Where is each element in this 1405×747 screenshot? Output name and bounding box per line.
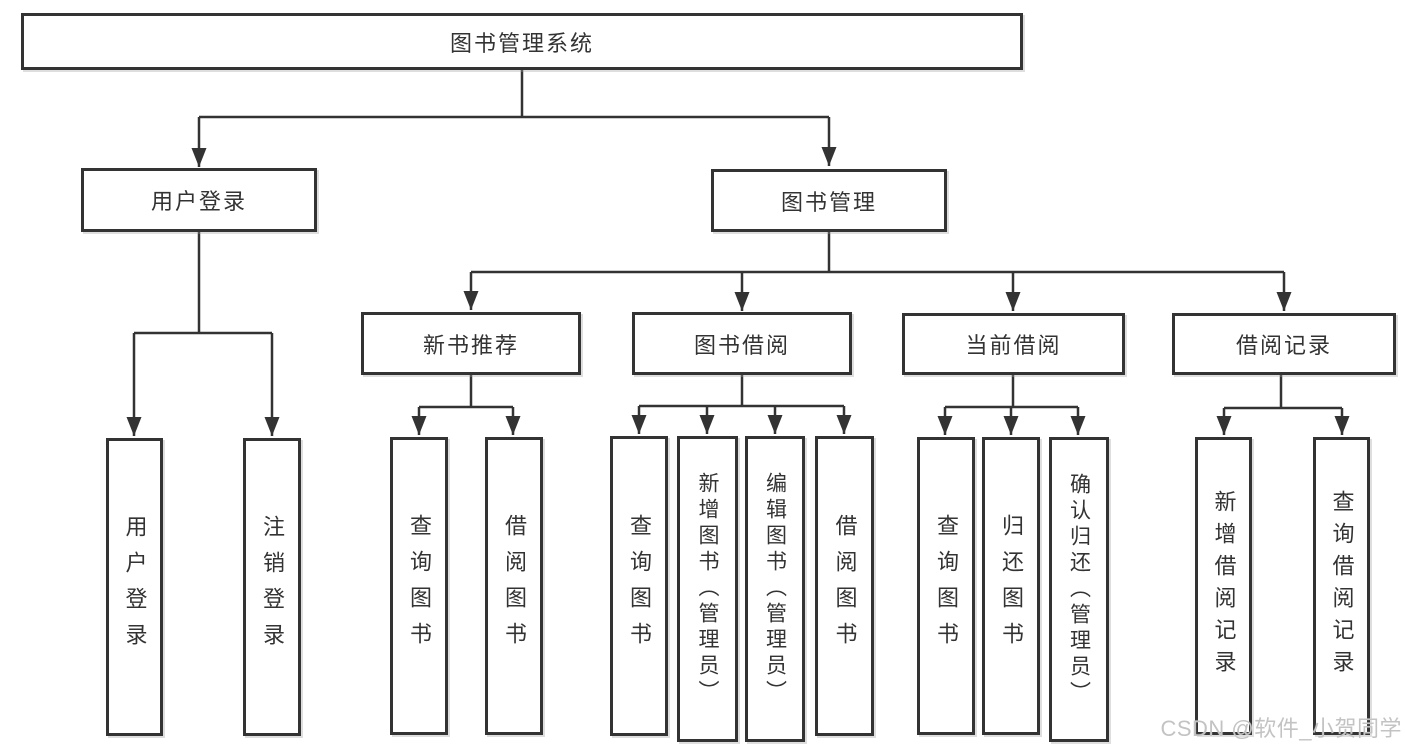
leaf-add-book-admin-label: 新增图书（管理员） [696,472,719,706]
edge-group2-bus [639,374,844,408]
leaf-query-books-borrow-label: 查询图书 [627,514,652,658]
node-root-label: 图书管理系统 [449,30,594,56]
leaf-add-book-admin: 新增图书（管理员） [677,436,738,742]
node-root: 图书管理系统 [21,13,1023,70]
node-book-borrow-label: 图书借阅 [693,332,790,358]
leaf-borrow-books-borrow: 借阅图书 [815,436,874,736]
leaf-query-books-recommend: 查询图书 [390,437,448,735]
leaf-user-login-label: 用户登录 [122,515,148,659]
node-borrow-records-label: 借阅记录 [1235,333,1332,358]
leaf-logout-label: 注销登录 [260,515,285,659]
leaf-borrow-books-recommend: 借阅图书 [485,437,543,735]
leaf-confirm-return-admin: 确认归还（管理员） [1049,437,1109,742]
leaf-add-borrow-record-label: 新增借阅记录 [1211,490,1237,682]
node-borrow-records: 借阅记录 [1172,313,1396,375]
leaf-query-books-borrow: 查询图书 [610,436,668,736]
leaf-edit-book-admin: 编辑图书（管理员） [745,436,805,742]
leaf-query-books-recommend-label: 查询图书 [407,514,432,658]
leaf-query-books-current: 查询图书 [917,437,975,735]
edge-group3-bus [945,375,1078,409]
watermark: CSDN @软件_小贺同学 [1160,716,1402,741]
node-book-borrow: 图书借阅 [632,312,852,375]
node-book-management-branch-label: 图书管理 [780,189,877,215]
node-current-borrow: 当前借阅 [902,313,1125,375]
node-user-login-branch-label: 用户登录 [150,189,247,214]
leaf-confirm-return-admin-label: 确认归还（管理员） [1067,472,1091,707]
edge-group4-bus [1224,375,1342,410]
node-new-book-recommend: 新书推荐 [361,312,581,375]
leaf-query-borrow-record: 查询借阅记录 [1313,437,1370,735]
leaf-edit-book-admin-label: 编辑图书（管理员） [763,472,787,706]
node-book-management-branch: 图书管理 [711,169,947,232]
leaf-return-books: 归还图书 [982,437,1040,735]
leaf-add-borrow-record: 新增借阅记录 [1195,437,1252,735]
leaf-borrow-books-borrow-label: 借阅图书 [832,514,858,658]
edge-group1-bus [419,375,513,409]
node-user-login-branch: 用户登录 [81,168,317,232]
node-current-borrow-label: 当前借阅 [965,333,1062,358]
node-new-book-recommend-label: 新书推荐 [422,332,519,358]
leaf-return-books-label: 归还图书 [999,514,1024,658]
leaf-query-borrow-record-label: 查询借阅记录 [1329,490,1355,682]
leaf-borrow-books-recommend-label: 借阅图书 [502,514,527,658]
leaf-user-login: 用户登录 [106,438,163,736]
leaf-logout: 注销登录 [243,438,301,736]
leaf-query-books-current-label: 查询图书 [934,514,959,658]
